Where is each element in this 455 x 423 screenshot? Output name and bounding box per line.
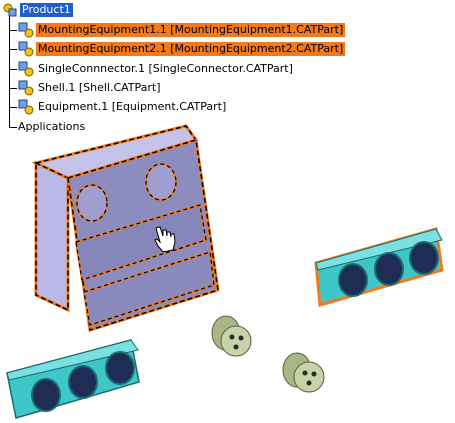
specification-tree: Product1 MountingEquipment1.1 [MountingE… xyxy=(0,0,455,140)
tree-connector xyxy=(9,49,17,50)
3d-viewport[interactable] xyxy=(0,118,455,423)
hand-cursor-icon xyxy=(154,226,176,253)
mountingequipment-left[interactable] xyxy=(6,339,140,419)
tree-connector xyxy=(9,107,17,108)
tree-item-singleconnector[interactable]: SingleConnnector.1 [SingleConnector.CATP… xyxy=(18,60,295,78)
tree-item-label: SingleConnnector.1 [SingleConnector.CATP… xyxy=(38,62,293,75)
tree-item-label: Applications xyxy=(18,120,86,133)
tree-connector xyxy=(9,16,10,128)
tree-item-label: MountingEquipment1.1 [MountingEquipment1… xyxy=(36,23,346,37)
equipment-connector-part[interactable] xyxy=(282,352,325,393)
part-icon xyxy=(18,80,34,96)
tree-item-label: Shell.1 [Shell.CATPart] xyxy=(38,81,161,94)
tree-item-mountingequipment2[interactable]: MountingEquipment2.1 [MountingEquipment2… xyxy=(18,40,346,58)
tree-root-label: Product1 xyxy=(20,3,73,17)
tree-connector xyxy=(9,69,17,70)
tree-item-shell[interactable]: Shell.1 [Shell.CATPart] xyxy=(18,79,163,97)
tree-connector xyxy=(9,127,17,128)
tree-item-applications[interactable]: Applications xyxy=(16,118,87,136)
tree-item-equipment[interactable]: Equipment.1 [Equipment.CATPart] xyxy=(18,98,228,116)
mountingequipment-right[interactable] xyxy=(314,227,444,307)
singleconnector-part[interactable] xyxy=(211,315,252,357)
product-icon xyxy=(2,2,18,18)
tree-connector xyxy=(9,30,17,31)
tree-item-label: Equipment.1 [Equipment.CATPart] xyxy=(38,100,227,113)
part-icon xyxy=(18,99,34,115)
part-icon xyxy=(18,22,34,38)
part-icon xyxy=(18,41,34,57)
tree-connector xyxy=(9,88,17,89)
shell-part[interactable] xyxy=(31,124,220,332)
part-icon xyxy=(18,61,34,77)
tree-item-label: MountingEquipment2.1 [MountingEquipment2… xyxy=(36,42,346,56)
tree-item-mountingequipment1[interactable]: MountingEquipment1.1 [MountingEquipment1… xyxy=(18,21,346,39)
tree-root-product[interactable]: Product1 xyxy=(2,1,73,19)
